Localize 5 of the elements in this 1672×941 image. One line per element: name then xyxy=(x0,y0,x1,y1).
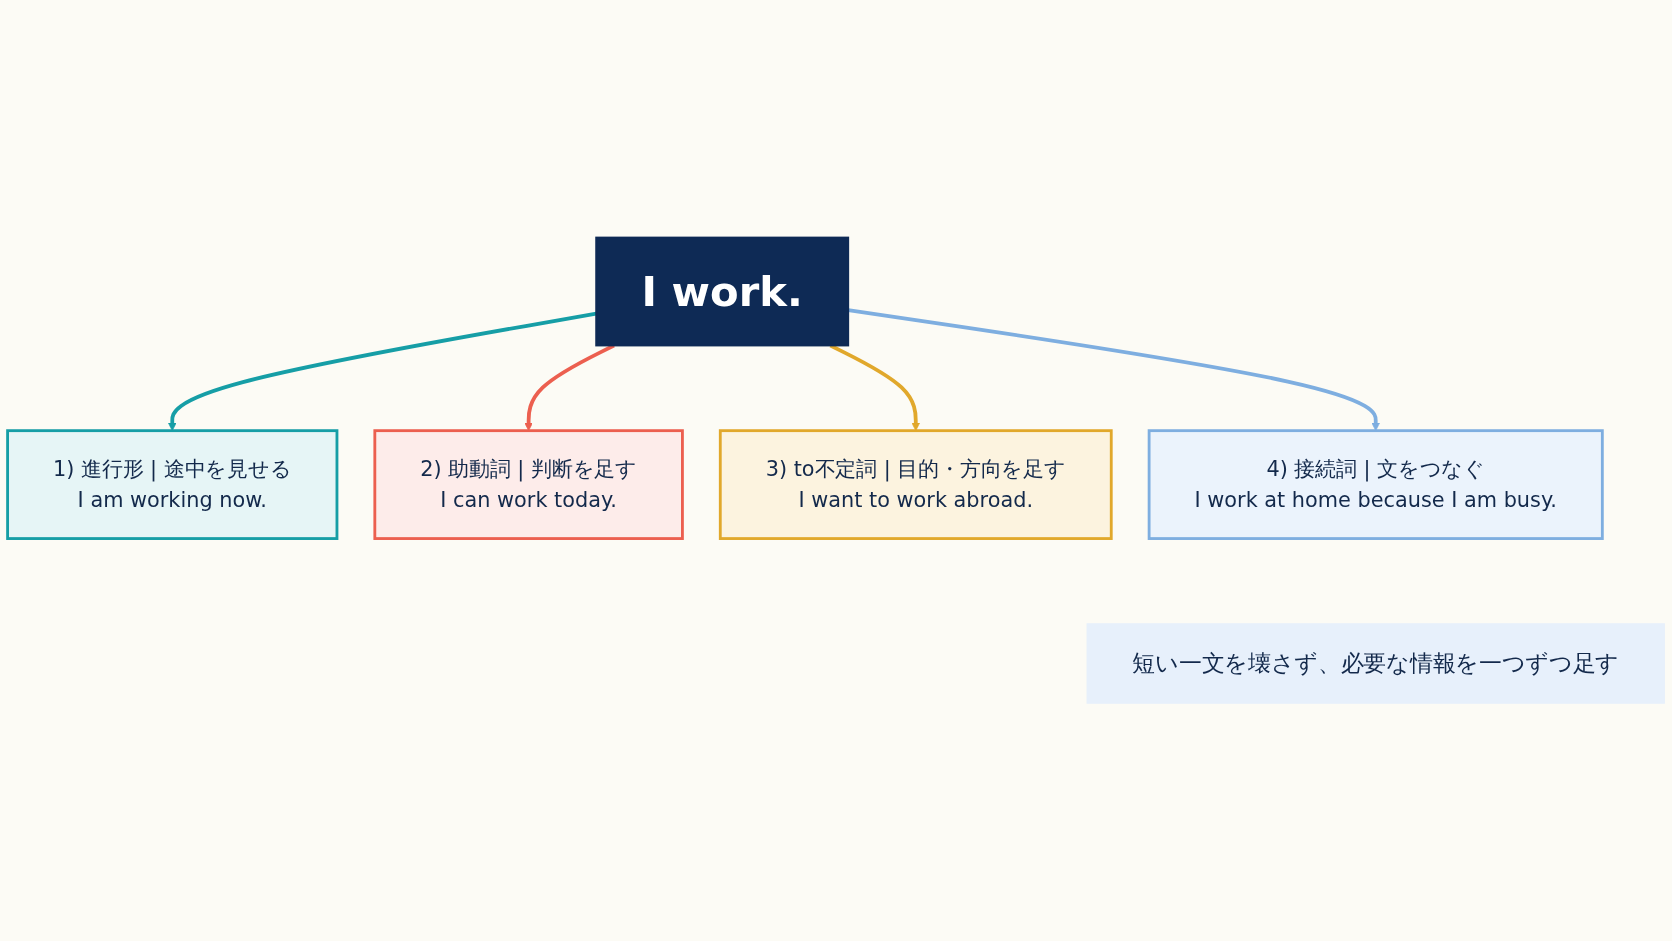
node-box: 3) to不定詞 | 目的・方向を足す I want to work abroad. xyxy=(718,429,1113,541)
node-box: 4) 接続詞 | 文をつなぐ I work at home because I am busy. xyxy=(1147,429,1604,541)
node-box: 2) 助動詞 | 判断を足す I can work today. xyxy=(373,429,684,541)
node-box: I work. xyxy=(595,236,850,347)
node-box: 1) 進行形 | 途中を見せる I am working now. xyxy=(6,429,339,541)
